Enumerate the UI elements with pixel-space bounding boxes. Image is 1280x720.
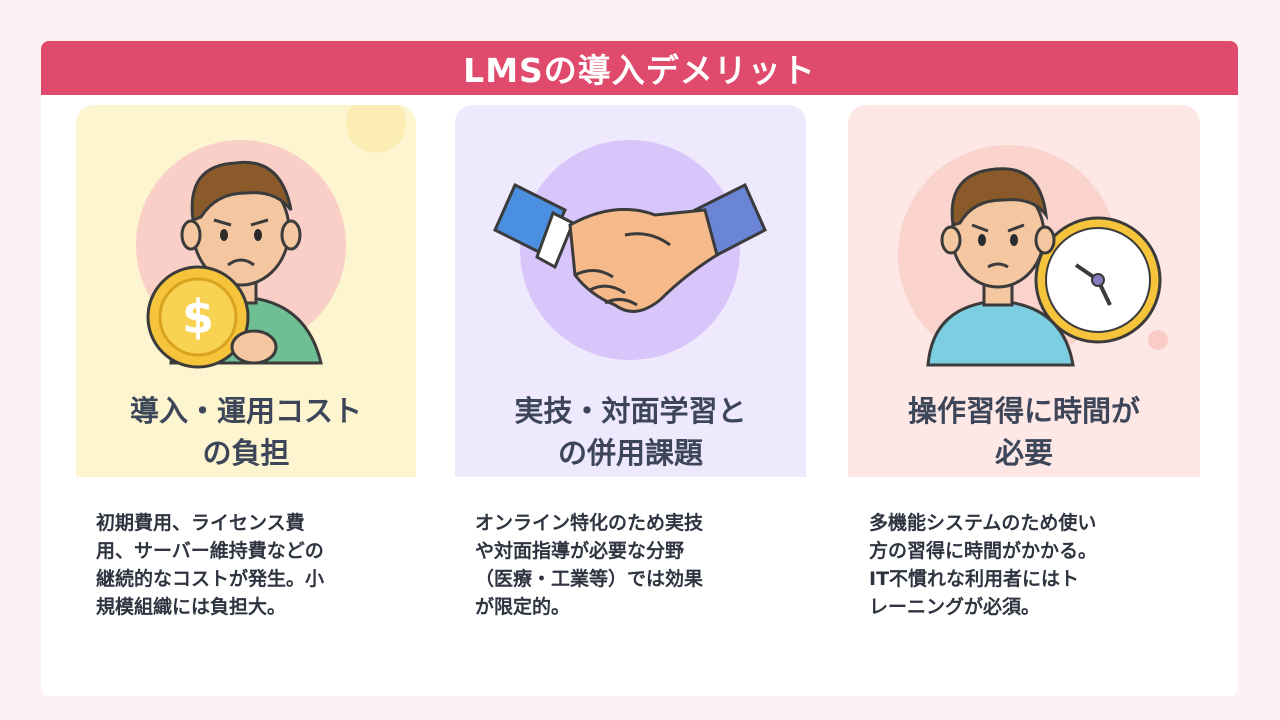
card-cost-heading-line1: 導入・運用コスト [129, 394, 362, 428]
card-practical-heading: 実技・対面学習と の併用課題 [455, 390, 806, 474]
desc-line: （医療・工業等）では効果 [475, 568, 704, 590]
card-cost-heading: 導入・運用コスト の負担 [76, 390, 416, 474]
desc-line: が限定的。 [475, 596, 571, 618]
desc-line: 規模組織には負担大。 [96, 596, 287, 618]
desc-line: 初期費用、ライセンス費 [96, 512, 305, 534]
page-title: LMSの導入デメリット [41, 41, 1238, 95]
card-learning-time-heading-line1: 操作習得に時間が [907, 394, 1140, 428]
card-learning-time-heading-line2: 必要 [994, 436, 1053, 470]
card-cost-description: 初期費用、ライセンス費 用、サーバー維持費などの 継続的なコストが発生。小 規模… [96, 509, 406, 621]
worried-person-with-clock-icon [898, 145, 1168, 367]
card-practical: 実技・対面学習と の併用課題 [455, 105, 806, 477]
content-panel: LMSの導入デメリット $ [41, 41, 1238, 696]
desc-line: や対面指導が必要な分野 [475, 540, 685, 562]
desc-line: IT不慣れな利用者にはト [869, 568, 1080, 590]
card-learning-time-description: 多機能システムのため使い 方の習得に時間がかかる。 IT不慣れな利用者にはト レ… [869, 509, 1179, 621]
card-learning-time-heading: 操作習得に時間が 必要 [848, 390, 1200, 474]
card-practical-heading-line2: の併用課題 [557, 436, 703, 470]
desc-line: 継続的なコストが発生。小 [96, 568, 325, 590]
dollar-sign: $ [182, 290, 214, 344]
card-cost: $ 導入・運用コスト の負担 [76, 105, 416, 477]
card-cost-heading-line2: の負担 [202, 436, 290, 470]
card-practical-description: オンライン特化のため実技 や対面指導が必要な分野 （医療・工業等）では効果 が限… [475, 509, 785, 621]
desc-line: 多機能システムのため使い [869, 512, 1097, 534]
desc-line: レーニングが必須。 [869, 596, 1041, 618]
desc-line: 方の習得に時間がかかる。 [869, 540, 1098, 562]
handshake-icon [493, 140, 767, 360]
desc-line: オンライン特化のため実技 [475, 512, 704, 534]
card-learning-time: 操作習得に時間が 必要 [848, 105, 1200, 477]
card-practical-heading-line1: 実技・対面学習と [514, 394, 747, 428]
desc-line: 用、サーバー維持費などの [96, 540, 324, 562]
worried-person-with-coin-icon: $ [136, 105, 406, 369]
